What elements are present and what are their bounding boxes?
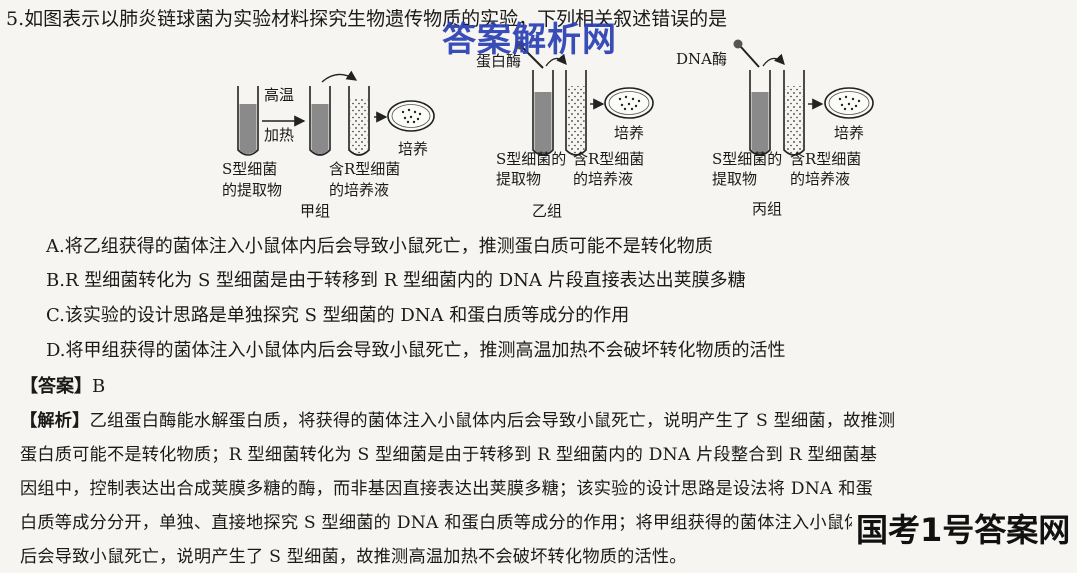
watermark-bottom: 国考1号答案网 bbox=[852, 505, 1075, 551]
yi-enzyme-label: 蛋白酶 bbox=[476, 52, 522, 70]
answer-line: 【答案】B bbox=[20, 372, 105, 398]
explanation-line-4: 白质等成分分开，单独、直接地探究 S 型细菌的 DNA 和蛋白质等成分的作用；将… bbox=[20, 513, 879, 533]
petri-dish-bing bbox=[824, 87, 874, 119]
explanation-line-5: 后会导致小鼠死亡，说明产生了 S 型细菌，故推测高温加热不会破坏转化物质的活性。 bbox=[20, 547, 687, 567]
jia-tube1-label-1: S型细菌 bbox=[222, 160, 278, 178]
bing-group-name: 丙组 bbox=[752, 200, 783, 218]
yi-tube1-label-1: S型细菌的 bbox=[496, 150, 567, 168]
tube-s-extract-yi bbox=[532, 70, 554, 156]
answer-value: B bbox=[92, 376, 106, 397]
yi-tube2-label-2: 的培养液 bbox=[573, 170, 634, 188]
option-d: D.将甲组获得的菌体注入小鼠体内后会导致小鼠死亡，推测高温加热不会破坏转化物质的… bbox=[46, 340, 786, 361]
bing-tube2-label-2: 的培养液 bbox=[790, 170, 851, 188]
dropper-bing bbox=[733, 39, 760, 68]
jia-arrow-label-1: 高温 bbox=[264, 86, 295, 104]
yi-tube1-label-2: 提取物 bbox=[496, 170, 542, 188]
tube-heated-jia bbox=[309, 86, 331, 156]
explanation-line-3: 因组中，控制表达出合成荚膜多糖的酶，而非基因直接表达出荚膜多糖；该实验的设计思路… bbox=[20, 479, 873, 499]
group-yi-drawing bbox=[515, 40, 654, 156]
jia-tube2-label-2: 的培养液 bbox=[329, 181, 390, 199]
tube-s-extract-jia bbox=[237, 86, 259, 156]
tube-r-culture-jia bbox=[348, 86, 370, 156]
bing-tube1-label-1: S型细菌的 bbox=[712, 150, 783, 168]
bing-tube1-label-2: 提取物 bbox=[712, 170, 758, 188]
bing-culture-label: 培养 bbox=[834, 124, 865, 142]
yi-culture-label: 培养 bbox=[614, 124, 645, 142]
watermark-top: 答案解析网 bbox=[442, 20, 617, 60]
yi-group-name: 乙组 bbox=[532, 202, 563, 220]
dropper-yi bbox=[515, 40, 544, 69]
explanation-line-1: 【解析】乙组蛋白酶能水解蛋白质，将获得的菌体注入小鼠体内后会导致小鼠死亡，说明产… bbox=[20, 406, 895, 431]
jia-tube1-label-2: 的提取物 bbox=[222, 181, 283, 199]
tube-s-extract-bing bbox=[749, 70, 771, 156]
curved-arrow-jia bbox=[321, 70, 358, 83]
answer-label: 【答案】 bbox=[20, 376, 92, 397]
question-stem: 5.如图表示以肺炎链球菌为实验材料探究生物遗传物质的实验，下列相关叙述错误的是 bbox=[6, 8, 728, 30]
option-a: A.将乙组获得的菌体注入小鼠体内后会导致小鼠死亡，推测蛋白质可能不是转化物质 bbox=[46, 236, 713, 257]
bing-enzyme-label: DNA酶 bbox=[676, 50, 727, 68]
petri-dish-jia bbox=[387, 100, 435, 132]
experiment-diagram bbox=[237, 39, 874, 156]
bing-tube2-label-1: 含R型细菌 bbox=[790, 150, 862, 168]
explanation-text-1: 乙组蛋白酶能水解蛋白质，将获得的菌体注入小鼠体内后会导致小鼠死亡，说明产生了 S… bbox=[89, 411, 896, 431]
tube-r-culture-yi bbox=[565, 70, 587, 156]
explanation-line-2: 蛋白质可能不是转化物质；R 型细菌转化为 S 型细菌是由于转移到 R 型细菌内的… bbox=[20, 445, 878, 465]
yi-tube2-label-1: 含R型细菌 bbox=[573, 150, 645, 168]
option-b: B.R 型细菌转化为 S 型细菌是由于转移到 R 型细菌内的 DNA 片段直接表… bbox=[46, 270, 746, 291]
option-c: C.该实验的设计思路是单独探究 S 型细菌的 DNA 和蛋白质等成分的作用 bbox=[46, 305, 630, 326]
tube-r-culture-bing bbox=[783, 70, 805, 156]
jia-arrow-label-2: 加热 bbox=[264, 126, 295, 144]
group-bing-drawing bbox=[733, 39, 874, 156]
jia-tube2-label-1: 含R型细菌 bbox=[329, 160, 401, 178]
explanation-label: 【解析】 bbox=[20, 411, 90, 431]
petri-dish-yi bbox=[604, 87, 654, 119]
jia-culture-label: 培养 bbox=[398, 140, 429, 158]
group-jia-drawing bbox=[237, 70, 435, 156]
jia-group-name: 甲组 bbox=[300, 202, 331, 220]
